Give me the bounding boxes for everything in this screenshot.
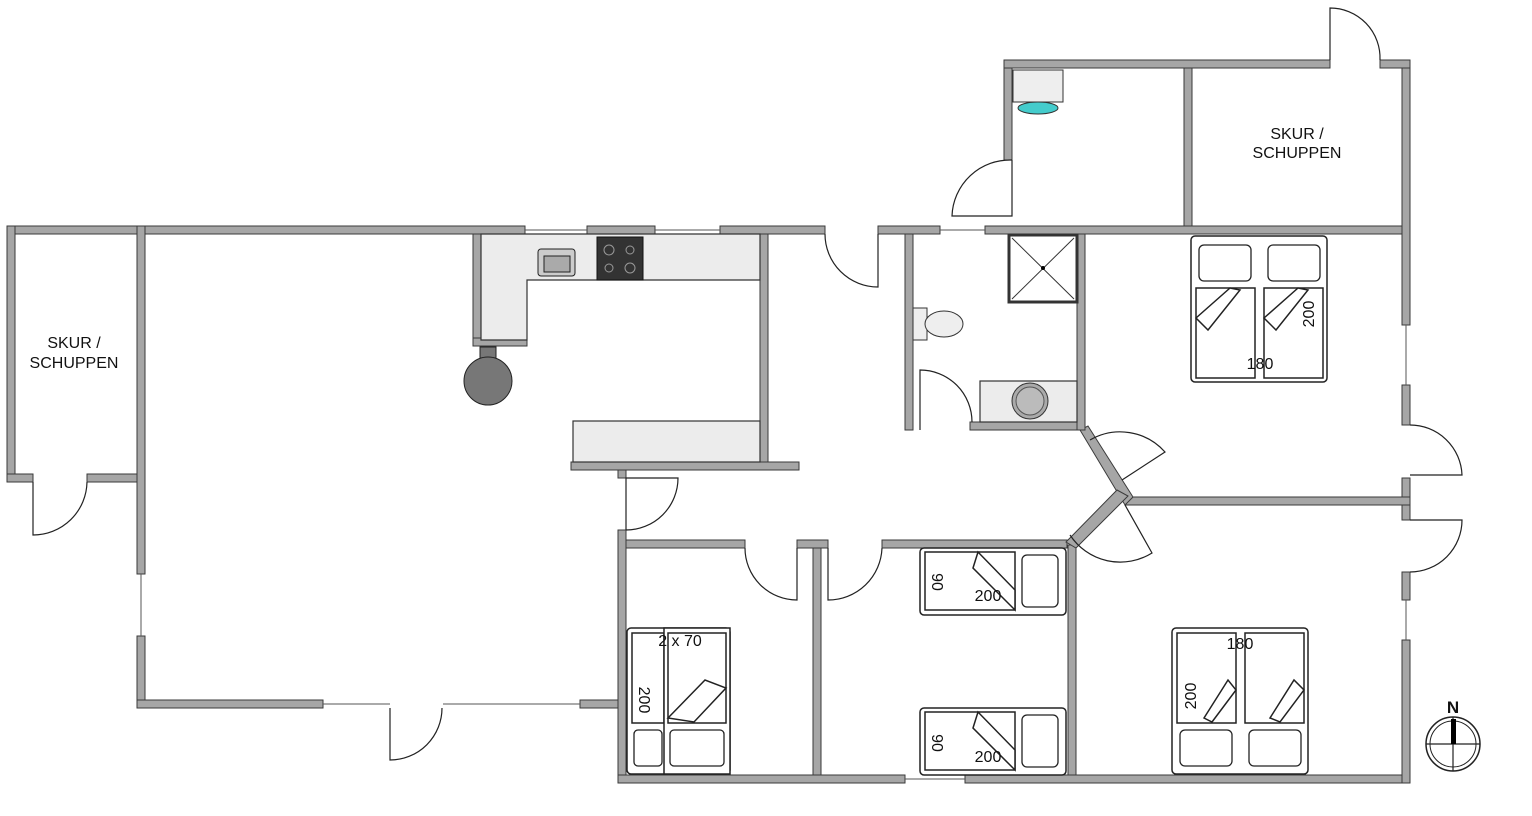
room-label-shed-right: SKUR / xyxy=(1270,126,1324,143)
bed-single-top: 90 200 xyxy=(919,547,1067,616)
bed-length-label: 200 xyxy=(975,749,1002,766)
bed-width-label: 90 xyxy=(928,734,945,752)
kitchen xyxy=(463,233,761,463)
stove-icon xyxy=(596,236,644,281)
bed-length-label: 200 xyxy=(1183,683,1200,710)
bed-width-label: 90 xyxy=(928,573,945,591)
doors xyxy=(32,7,1463,761)
windows xyxy=(140,229,1407,780)
bed-width-label: 2 x 70 xyxy=(658,633,702,650)
bed-master-bottom: 180 200 xyxy=(1171,627,1309,775)
room-label-shed-left-2: SCHUPPEN xyxy=(30,355,119,372)
room-label-shed-left: SKUR / xyxy=(47,335,101,352)
wood-stove-icon xyxy=(463,356,513,406)
bed-bunk-room: 2 x 70 200 xyxy=(626,627,731,775)
bed-width-label: 180 xyxy=(1227,636,1254,653)
bed-length-label: 200 xyxy=(1301,301,1318,328)
bed-master-top: 180 200 xyxy=(1190,235,1328,383)
bed-length-label: 200 xyxy=(975,588,1002,605)
water-heater-icon xyxy=(1012,69,1064,103)
bed-single-bottom: 90 200 xyxy=(919,707,1067,776)
bed-length-label: 200 xyxy=(635,687,652,714)
compass-north-label: N xyxy=(1447,698,1459,717)
compass-icon: N xyxy=(1425,698,1481,772)
bathroom xyxy=(912,69,1079,423)
room-label-shed-right-2: SCHUPPEN xyxy=(1253,145,1342,162)
bed-width-label: 180 xyxy=(1247,356,1274,373)
